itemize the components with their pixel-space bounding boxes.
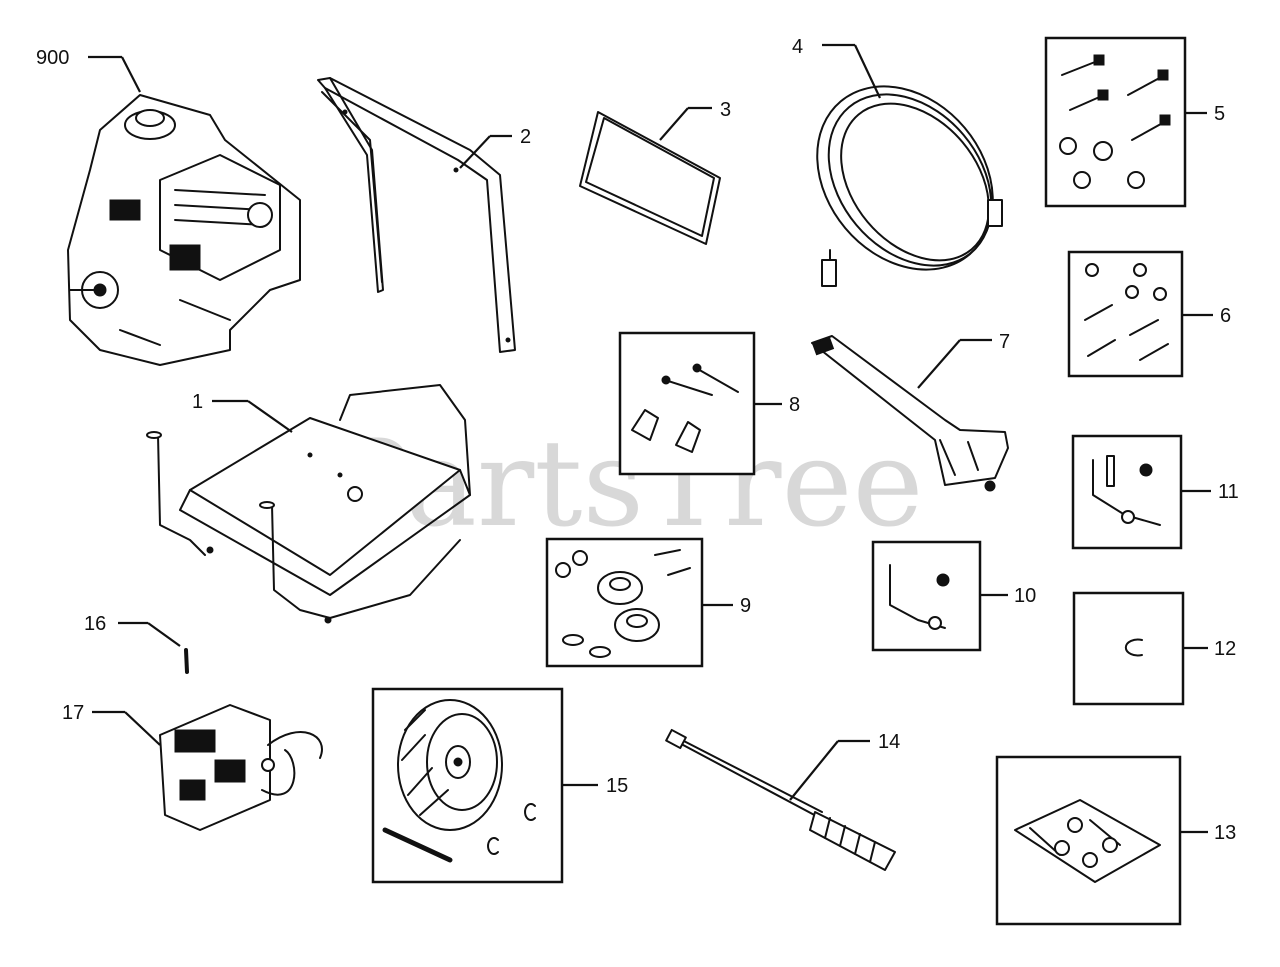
- part-clip: [1124, 638, 1143, 657]
- part-frame[interactable]: [146, 384, 471, 624]
- part-wheel-hardware-kit: [555, 549, 691, 658]
- box-part-12[interactable]: [1072, 591, 1185, 706]
- leader-line-14: [789, 740, 839, 801]
- leader-line-3: [659, 107, 689, 141]
- part-knob-bolt-kit: [631, 363, 739, 453]
- callout-16: 16: [84, 613, 106, 635]
- callout-9: 9: [740, 595, 751, 617]
- callout-8: 8: [789, 394, 800, 416]
- part-wheel-assembly: [382, 699, 536, 863]
- leader-line-4b: [854, 44, 881, 99]
- leader-line-900b: [121, 56, 141, 93]
- callout-10: 10: [1014, 585, 1036, 607]
- callout-2: 2: [520, 126, 531, 148]
- callout-14: 14: [878, 731, 900, 753]
- part-engine[interactable]: [67, 94, 301, 366]
- callout-5: 5: [1214, 103, 1225, 125]
- part-handle[interactable]: [317, 77, 516, 353]
- callout-17: 17: [62, 702, 84, 724]
- callout-7: 7: [999, 331, 1010, 353]
- callout-6: 6: [1220, 305, 1231, 327]
- callout-4: 4: [792, 36, 803, 58]
- callout-3: 3: [720, 99, 731, 121]
- part-pin[interactable]: [184, 648, 189, 674]
- leader-line-2: [459, 135, 491, 169]
- leader-line-1b: [247, 400, 293, 433]
- box-part-8[interactable]: [618, 331, 756, 476]
- part-bolt-nut-kit: [1059, 54, 1171, 189]
- part-spray-wand[interactable]: [665, 728, 896, 871]
- leader-line-16b: [147, 622, 181, 647]
- part-axle-kit-10: [889, 564, 950, 630]
- part-spray-gun[interactable]: [811, 335, 1009, 492]
- callout-15: 15: [606, 775, 628, 797]
- callout-12: 12: [1214, 638, 1236, 660]
- box-part-11[interactable]: [1071, 434, 1183, 550]
- callout-13: 13: [1214, 822, 1236, 844]
- part-screw-washer-kit: [1084, 263, 1169, 361]
- part-hose[interactable]: [781, 51, 1029, 304]
- part-bracket-kit: [1014, 799, 1161, 883]
- leader-line-7: [917, 339, 961, 389]
- callout-900: 900: [36, 47, 69, 69]
- part-decal-plate[interactable]: [579, 111, 721, 245]
- part-pump[interactable]: [159, 704, 323, 831]
- callout-1: 1: [192, 391, 203, 413]
- leader-line-17b: [124, 711, 161, 746]
- part-axle-kit: [1092, 455, 1161, 526]
- callout-11: 11: [1218, 481, 1239, 503]
